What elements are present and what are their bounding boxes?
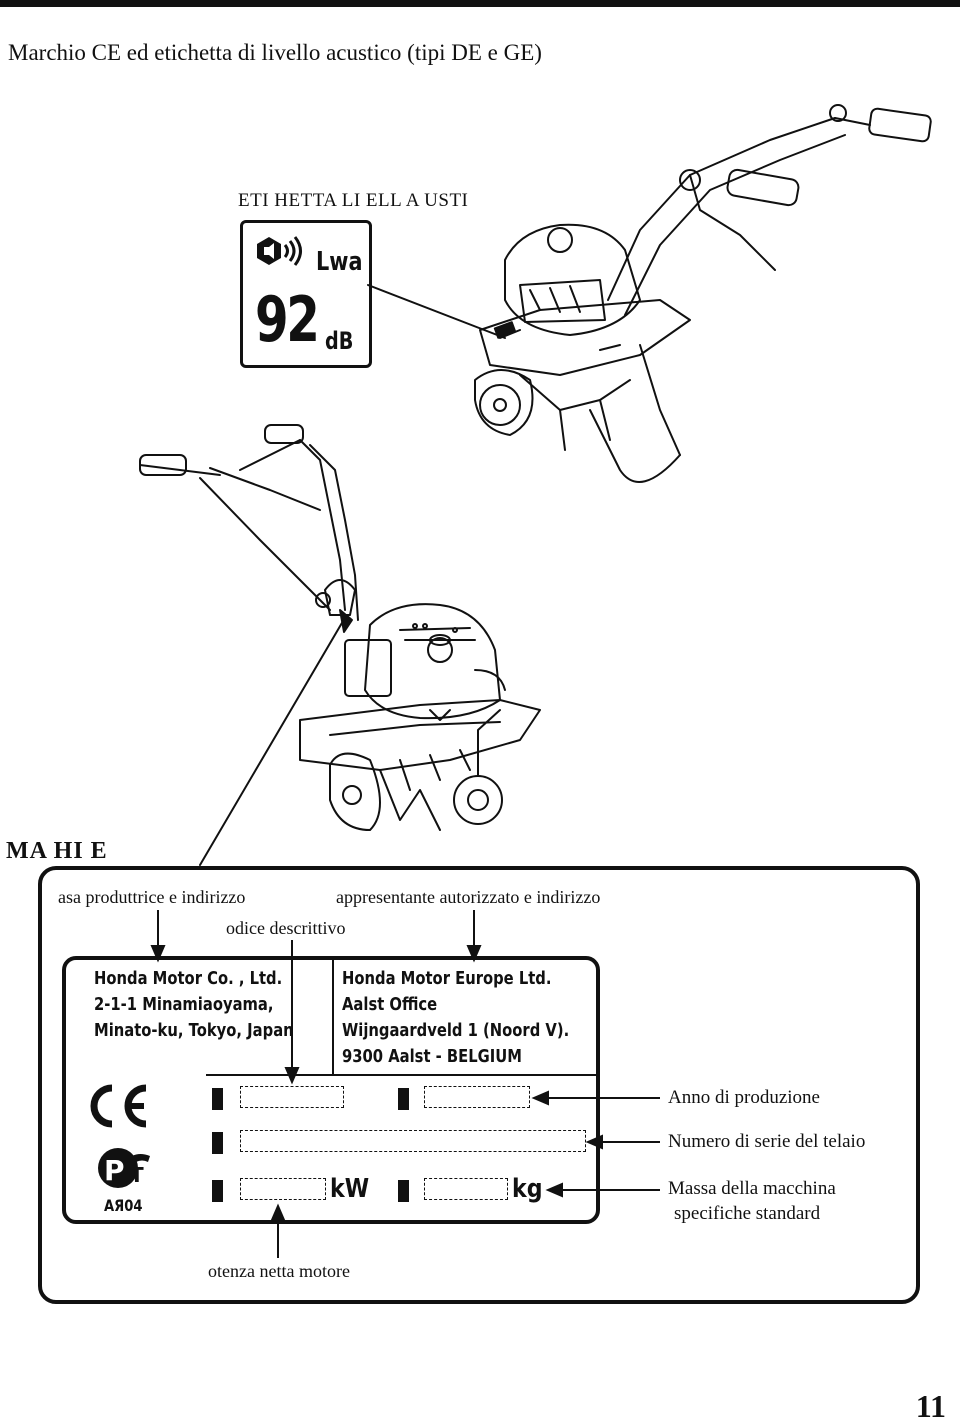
representative-line-4: 9300 Aalst - BELGIUM: [342, 1046, 522, 1067]
svg-text:T: T: [130, 1163, 144, 1187]
mass-unit: kg: [512, 1174, 543, 1204]
manufacturer-line-1: Honda Motor Co. , Ltd.: [94, 968, 283, 989]
frame-serial-label: Numero di serie del telaio: [668, 1131, 866, 1152]
page-title: Marchio CE ed etichetta di livello acust…: [8, 40, 542, 65]
marker-square: [398, 1088, 409, 1110]
plate-divider-vertical: [332, 960, 334, 1074]
svg-text:P: P: [104, 1154, 125, 1187]
manufacturer-caption: asa produttrice e indirizzo: [58, 887, 246, 907]
machine-mass-label: Massa della macchina: [668, 1178, 836, 1199]
ce-mark-icon: [84, 1082, 154, 1135]
model-code-caption: odice descrittivo: [226, 918, 346, 938]
production-year-field: [424, 1086, 530, 1108]
sound-power-icon: [257, 236, 302, 266]
machine-mass-label-2: specifiche standard: [674, 1203, 821, 1224]
identification-panel: [38, 866, 920, 1304]
manufacturer-line-3: Minato-ku, Tokyo, Japan: [94, 1020, 294, 1041]
machine-caption: MA HI E: [6, 838, 108, 864]
top-rule: [0, 0, 960, 7]
pct-mark-icon: P T: [96, 1146, 160, 1199]
marker-square: [398, 1180, 409, 1202]
manufacturer-line-2: 2-1-1 Minamiaoyama,: [94, 994, 274, 1015]
page-number: 11: [915, 1388, 946, 1424]
sound-level-unit: dB: [325, 327, 354, 355]
plate-divider-horizontal: [206, 1074, 598, 1076]
representative-line-3: Wijngaardveld 1 (Noord V).: [342, 1020, 570, 1041]
power-unit: kW: [330, 1174, 370, 1204]
noise-label-caption: ETI HETTA LI ELL A USTI: [238, 190, 469, 211]
representative-line-2: Aalst Office: [342, 994, 438, 1015]
marker-square: [212, 1132, 223, 1154]
engine-power-caption: otenza netta motore: [208, 1261, 350, 1281]
model-code-field: [240, 1086, 344, 1108]
identification-plate: Honda Motor Co. , Ltd. 2-1-1 Minamiaoyam…: [62, 956, 600, 1224]
marker-square: [212, 1088, 223, 1110]
representative-caption: appresentante autorizzato e indirizzo: [336, 887, 601, 907]
marker-square: [212, 1180, 223, 1202]
sound-level-value: 92: [255, 283, 320, 356]
lwa-label: Lwa: [316, 247, 363, 277]
frame-serial-field: [240, 1130, 586, 1152]
cert-code: АЯ04: [104, 1196, 143, 1215]
tiller-illustrations: [139, 104, 932, 866]
production-year-label: Anno di produzione: [668, 1087, 820, 1108]
engine-power-field: [240, 1178, 326, 1200]
representative-line-1: Honda Motor Europe Ltd.: [342, 968, 552, 989]
noise-level-label: Lwa 92 dB: [240, 220, 372, 368]
machine-mass-field: [424, 1178, 508, 1200]
